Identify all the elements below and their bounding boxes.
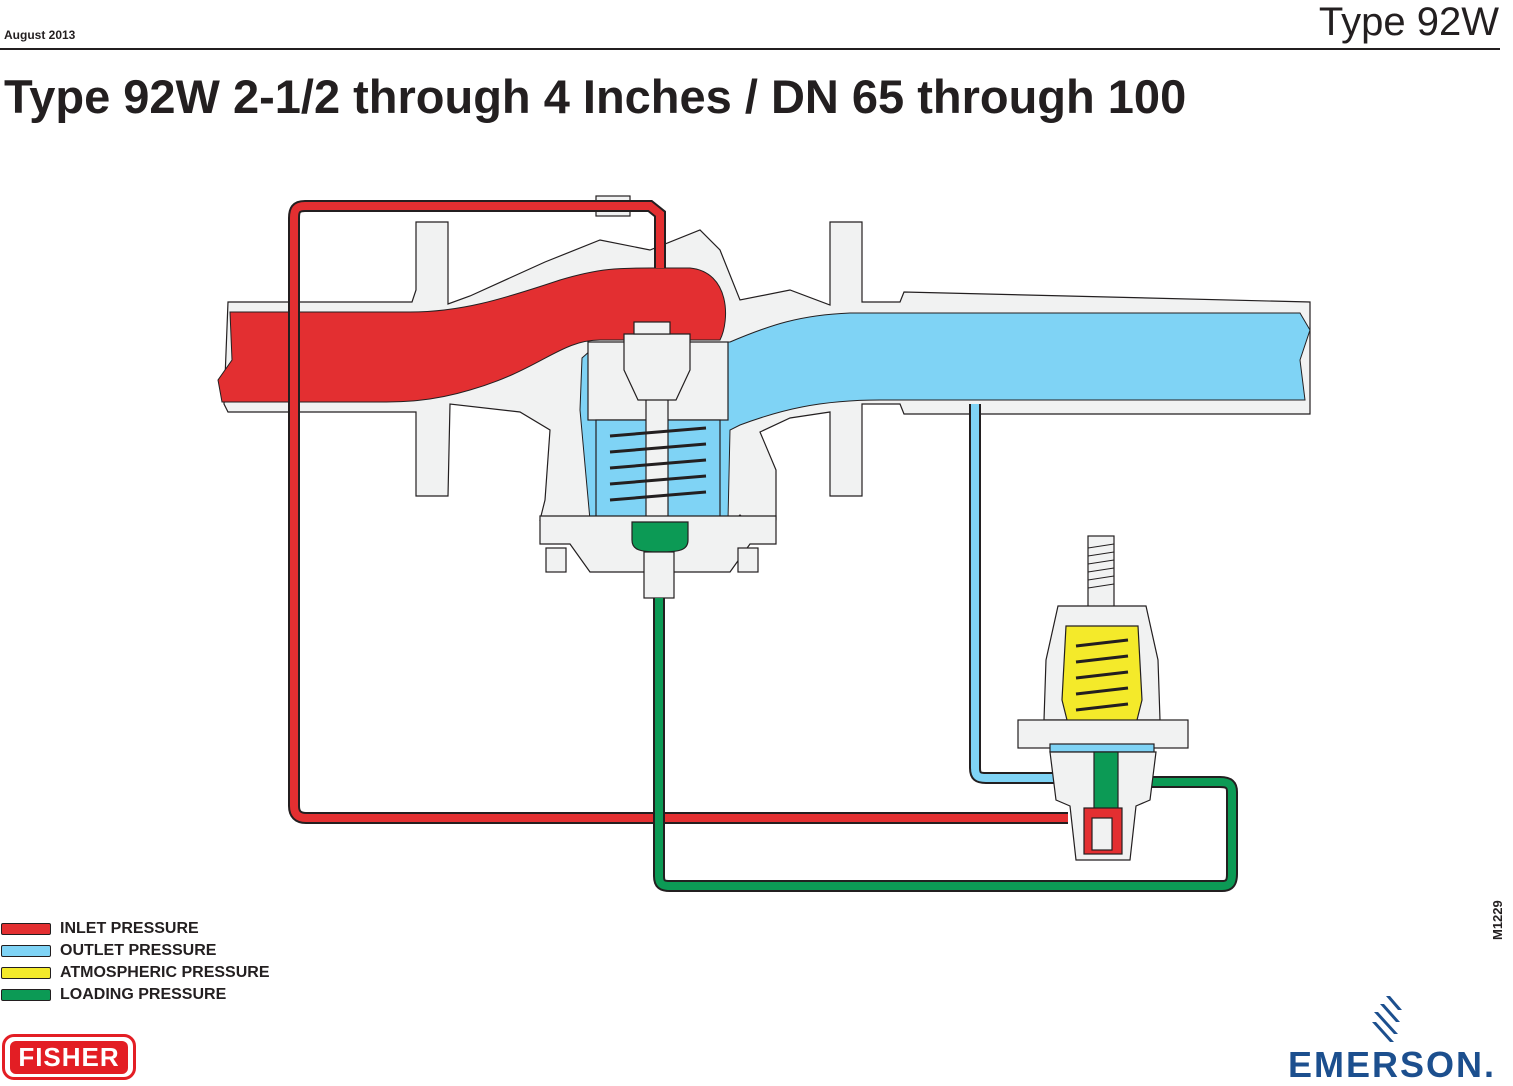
pilot-casing	[1017, 719, 1189, 749]
loading-chamber	[631, 521, 689, 553]
inlet-flow-region	[217, 267, 726, 403]
atmospheric-swatch	[1, 967, 51, 979]
emerson-logo-mark	[1372, 996, 1402, 1042]
pressure-legend: INLET PRESSURE OUTLET PRESSURE ATMOSPHER…	[0, 918, 270, 1006]
fisher-logo-text: FISHER	[10, 1040, 128, 1074]
legend-item-inlet: INLET PRESSURE	[0, 918, 270, 940]
legend-label: OUTLET PRESSURE	[60, 942, 217, 959]
legend-label: INLET PRESSURE	[60, 920, 199, 937]
pilot-sense-chamber	[1049, 743, 1155, 753]
bolt-right	[737, 547, 759, 573]
document-date: August 2013	[4, 28, 76, 42]
outlet-swatch	[1, 945, 51, 957]
inlet-swatch	[1, 923, 51, 935]
pilot-valve-spring	[1091, 817, 1113, 851]
header-rule	[0, 48, 1500, 50]
document-type: Type 92W	[1318, 0, 1499, 44]
plug	[623, 333, 691, 401]
page-title: Type 92W 2-1/2 through 4 Inches / DN 65 …	[4, 70, 1187, 123]
pilot-spring	[1075, 638, 1129, 712]
legend-item-outlet: OUTLET PRESSURE	[0, 940, 270, 962]
loading-swatch	[1, 989, 51, 1001]
bolt-left	[545, 547, 567, 573]
legend-item-loading: LOADING PRESSURE	[0, 984, 270, 1006]
pilot-regulator	[1017, 535, 1189, 861]
screw-threads	[1087, 543, 1115, 589]
bottom-fitting	[643, 551, 675, 599]
outlet-flow-region	[579, 312, 1311, 521]
pilot-loading-port	[1093, 751, 1119, 811]
main-valve-internals	[539, 195, 777, 599]
figure-id: M1229	[1490, 900, 1505, 940]
adjusting-screw	[1087, 535, 1115, 609]
legend-item-atmospheric: ATMOSPHERIC PRESSURE	[0, 962, 270, 984]
fisher-logo: FISHER	[2, 1034, 136, 1080]
emerson-logo-text: EMERSON.	[1288, 1044, 1497, 1085]
legend-label: LOADING PRESSURE	[60, 986, 227, 1003]
main-spring	[609, 426, 707, 502]
legend-label: ATMOSPHERIC PRESSURE	[60, 964, 270, 981]
plug-cap	[633, 321, 671, 335]
